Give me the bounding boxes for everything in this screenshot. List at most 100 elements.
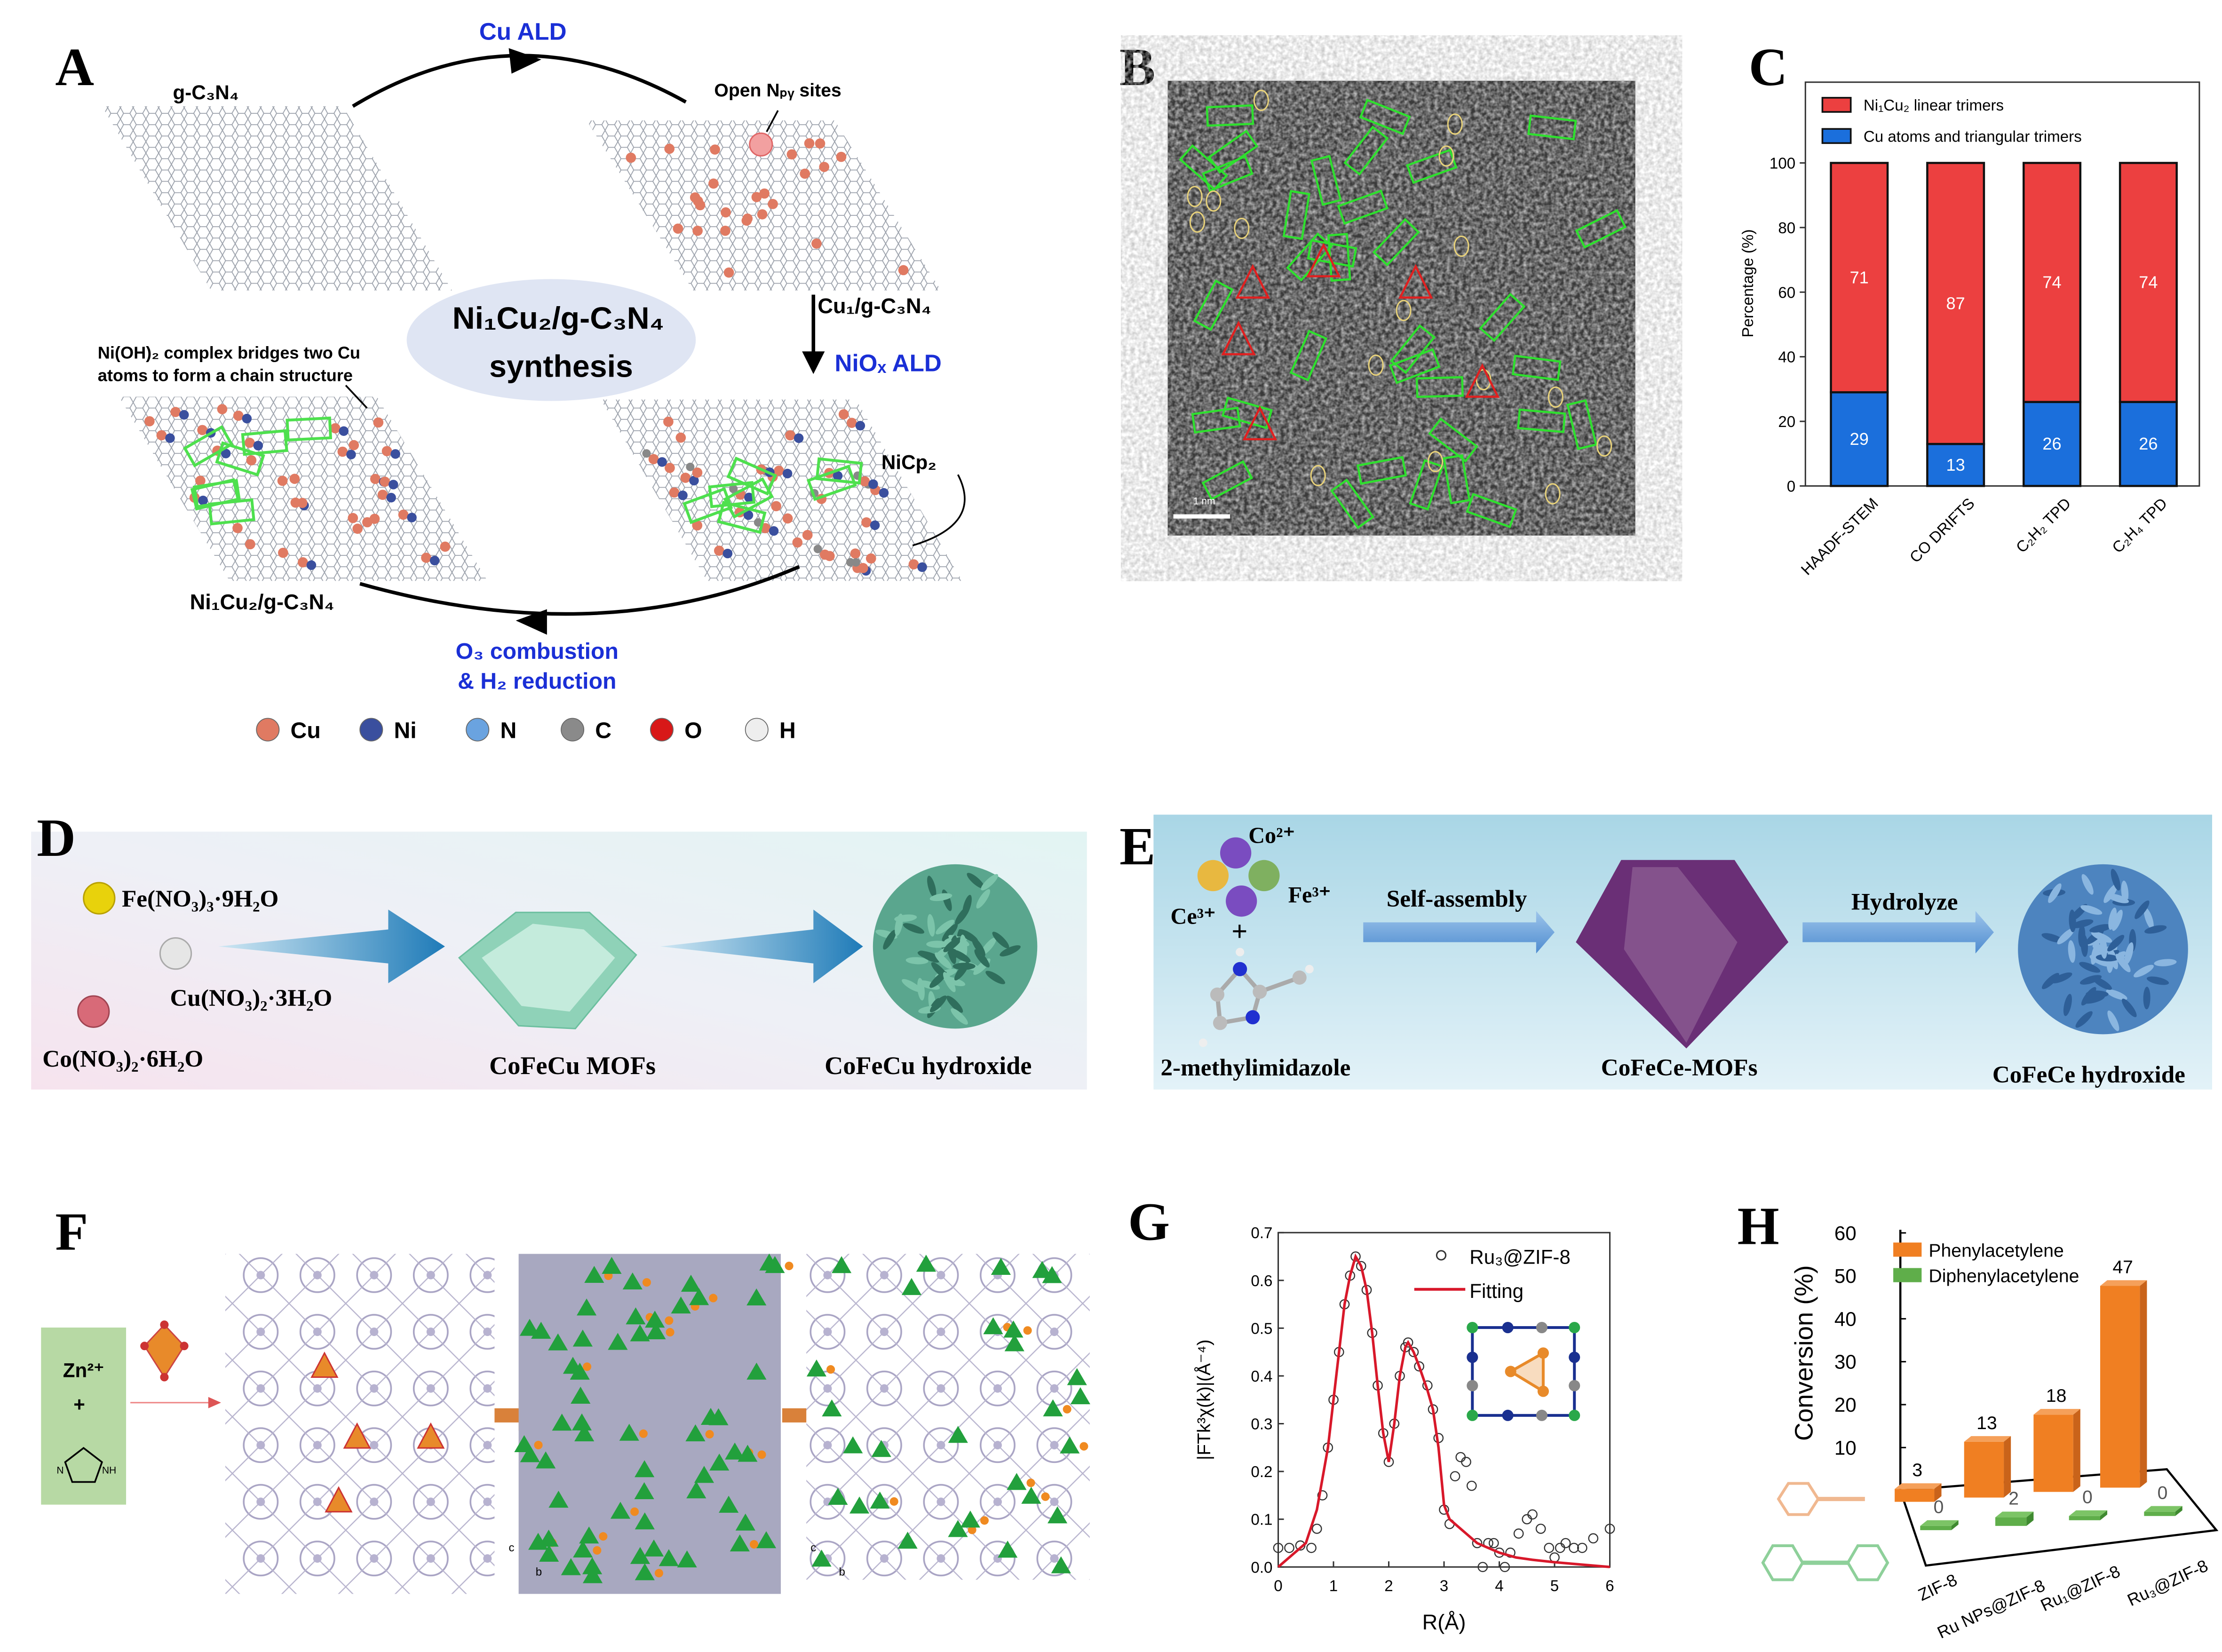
linear-trimer-box	[1286, 232, 1333, 282]
triangular-trimer	[1242, 405, 1278, 441]
zn-tetrahedron	[573, 1540, 593, 1558]
ru-atom	[826, 1365, 835, 1374]
arrow-f-0-head	[208, 1397, 221, 1408]
petal	[2115, 954, 2131, 972]
bar-value-label: 13	[1946, 455, 1965, 474]
panel-label-g: G	[1128, 1192, 1170, 1251]
x-tick-label: 0	[1274, 1577, 1282, 1595]
ru3-cluster-icon	[140, 1320, 189, 1382]
cu-atom	[244, 437, 255, 448]
petal	[2080, 905, 2103, 915]
bar-value-label: 26	[2139, 434, 2158, 453]
cu-atom	[693, 196, 703, 206]
bar-top	[2069, 1510, 2108, 1516]
petal	[2079, 962, 2101, 973]
petal	[919, 950, 939, 963]
data-point	[1317, 1490, 1328, 1501]
trimer-box	[815, 457, 863, 485]
bar-segment	[2023, 401, 2082, 487]
petal	[2069, 909, 2076, 933]
y-tick-label: 40	[1778, 349, 1795, 366]
plus-sign: +	[1231, 916, 1247, 948]
cu-atom	[664, 143, 675, 154]
petal	[951, 949, 971, 963]
ni-atom	[782, 468, 793, 479]
ru-atom	[639, 1429, 648, 1438]
scale-bar-label: 1 nm	[1193, 496, 1215, 507]
cu-atom	[217, 404, 228, 414]
y-tick-label: 40	[1834, 1308, 1857, 1330]
ru-atom	[630, 1507, 639, 1516]
petal	[2124, 942, 2134, 964]
c-atom	[642, 449, 651, 458]
ru-atom	[705, 1430, 714, 1439]
note-line-1: Ni(OH)₂ complex bridges two Cu	[98, 343, 360, 362]
data-point	[1306, 1542, 1317, 1553]
bar-value-label: 0	[2158, 1483, 2168, 1503]
y-tick-label: 80	[1778, 220, 1795, 237]
zn-tetrahedron	[1060, 1436, 1080, 1454]
zn-tetrahedron	[630, 1324, 650, 1342]
data-point	[1461, 1456, 1471, 1467]
ion-fe-sphere	[1248, 860, 1280, 892]
note-line-2: atoms to form a chain structure	[98, 365, 353, 385]
axis-b-label: b	[536, 1565, 542, 1578]
reagent-fe: Fe(NO₃)₃·9H₂O	[122, 885, 278, 912]
bar-front	[1920, 1526, 1952, 1530]
arrowhead-top	[508, 48, 541, 74]
ni-atom	[390, 449, 400, 459]
petal	[905, 957, 928, 964]
cu-atom	[297, 498, 308, 508]
zn-tetrahedron	[548, 1490, 569, 1508]
center-subtitle: synthesis	[489, 349, 633, 384]
zn-tetrahedron	[738, 1445, 758, 1462]
zn-tetrahedron	[998, 1541, 1018, 1558]
cu-atom	[710, 144, 720, 155]
y-tick-label: 60	[1778, 284, 1795, 301]
cu-atom	[330, 423, 341, 434]
zn-tetrahedron	[577, 1298, 597, 1316]
y-axis-label: Conversion (%)	[1790, 1265, 1818, 1441]
legend-label: Phenylacetylene	[1928, 1241, 2063, 1261]
legend-label: Fitting	[1469, 1280, 1524, 1302]
zn-tetrahedron	[725, 1442, 745, 1460]
zn-tetrahedron	[571, 1386, 591, 1404]
panel-label-a: A	[55, 37, 94, 97]
petal	[902, 979, 922, 992]
zn-tetrahedron	[828, 1487, 848, 1505]
label-cofecu-hydroxide: CoFeCu hydroxide	[825, 1051, 1032, 1080]
zn-tetrahedron	[685, 1424, 706, 1442]
zn-tetrahedron	[948, 1426, 968, 1443]
cu-atom	[233, 411, 244, 421]
ni-atom	[198, 495, 208, 506]
cu-atom-circle	[1547, 386, 1563, 408]
bar-top	[1995, 1511, 2034, 1518]
cu-atom	[421, 553, 431, 563]
bar-value-label: 47	[2112, 1257, 2133, 1277]
legend-swatch	[1821, 128, 1852, 144]
triangular-trimer	[1306, 243, 1341, 277]
petal	[2081, 987, 2096, 1006]
cu-atom-circle	[1596, 435, 1612, 457]
linear-trimer-box	[1511, 355, 1562, 381]
petal	[2106, 989, 2127, 1000]
cu-atom	[751, 192, 762, 202]
data-point	[1513, 1528, 1524, 1539]
petal	[2051, 972, 2072, 984]
bar-side	[2026, 1511, 2034, 1526]
petal	[2135, 900, 2150, 919]
imidazole-n: N	[56, 1465, 63, 1476]
panel-a: A Ni₁Cu₂/g-C₃N₄ synthesis Cu ALD g-C₃N₄ …	[55, 18, 966, 743]
bar-segment	[2119, 401, 2178, 487]
petal	[992, 932, 1009, 949]
zn-tetrahedron	[644, 1539, 664, 1557]
zn-tetrahedron	[1042, 1266, 1062, 1283]
bar-top	[1964, 1436, 2011, 1442]
arrowhead-bottom	[516, 609, 547, 635]
petal	[2068, 940, 2076, 963]
cu-nitrate-cluster	[159, 937, 192, 970]
ru-atom	[534, 1440, 543, 1449]
step-hydrolyze: Hydrolyze	[1851, 888, 1958, 915]
